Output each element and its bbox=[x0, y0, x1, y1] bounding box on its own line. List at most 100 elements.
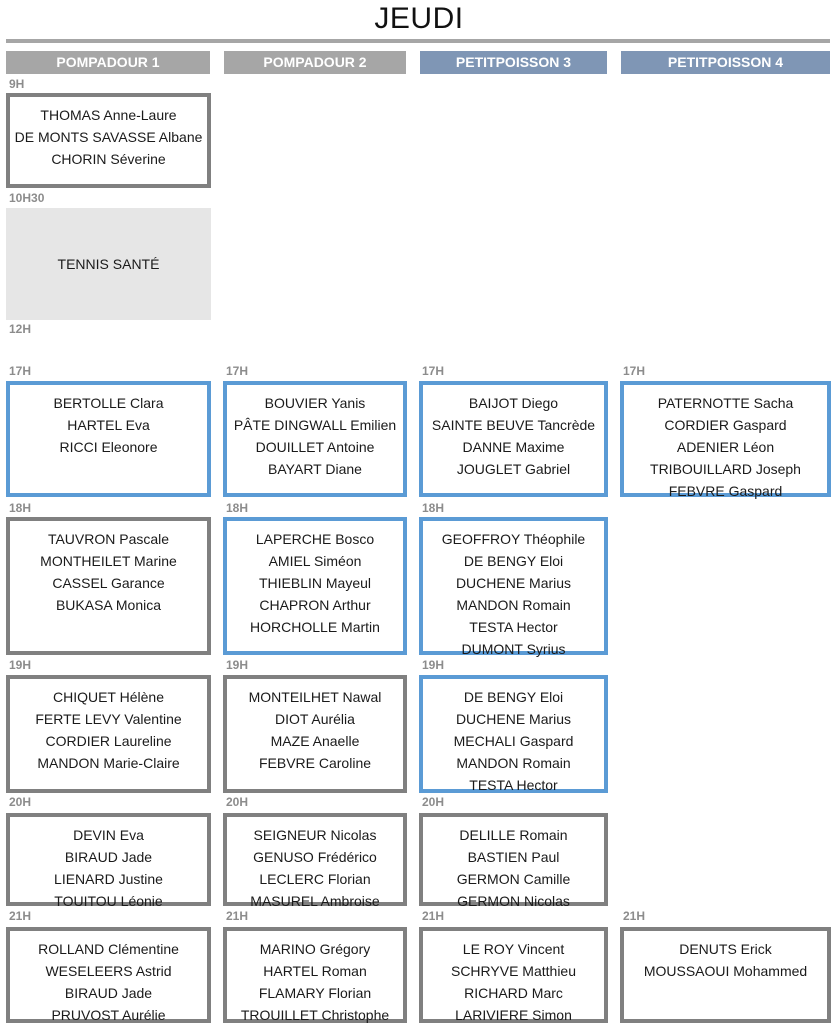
activity-label: TENNIS SANTÉ bbox=[57, 256, 160, 272]
participant-name: RICHARD Marc bbox=[464, 985, 563, 1001]
participant-name: HORCHOLLE Martin bbox=[250, 619, 380, 635]
participant-name: THOMAS Anne-Laure bbox=[40, 107, 177, 123]
activity-block-tennis-sante: TENNIS SANTÉ bbox=[6, 208, 211, 320]
participant-name: CHIQUET Hélène bbox=[52, 689, 164, 705]
participant-name: BIRAUD Jade bbox=[64, 849, 153, 865]
time-label-17h: 17H bbox=[422, 364, 445, 378]
participant-name: BAYART Diane bbox=[268, 461, 362, 477]
time-label-21h: 21H bbox=[226, 909, 249, 923]
participant-name: BUKASA Monica bbox=[55, 597, 162, 613]
page-title: JEUDI bbox=[374, 2, 464, 35]
participant-name: DOUILLET Antoine bbox=[255, 439, 375, 455]
participant-name: CHAPRON Arthur bbox=[259, 597, 371, 613]
participant-name: CHORIN Séverine bbox=[51, 151, 166, 167]
participant-name: TROUILLET Christophe bbox=[240, 1007, 390, 1023]
column-header-petitpoisson-3: PETITPOISSON 3 bbox=[420, 51, 607, 74]
participant-name: JOUGLET Gabriel bbox=[456, 461, 571, 477]
participant-name: BOUVIER Yanis bbox=[264, 395, 366, 411]
participant-name: ADENIER Léon bbox=[676, 439, 775, 455]
participant-name: LIENARD Justine bbox=[54, 871, 163, 887]
participant-name: RICCI Eleonore bbox=[59, 439, 158, 455]
participant-name: AMIEL Siméon bbox=[268, 553, 362, 569]
participant-name: DANNE Maxime bbox=[462, 439, 565, 455]
time-label-18h: 18H bbox=[226, 501, 249, 515]
time-label-19h: 19H bbox=[9, 658, 32, 672]
participant-name: TOUITOU Léonie bbox=[54, 893, 163, 909]
time-label-20h: 20H bbox=[9, 795, 32, 809]
time-label-18h: 18H bbox=[422, 501, 445, 515]
participant-name: LARIVIERE Simon bbox=[455, 1007, 572, 1023]
participant-name: MECHALI Gaspard bbox=[453, 733, 574, 749]
participant-name: WESELEERS Astrid bbox=[45, 963, 172, 979]
participant-name: FEBVRE Gaspard bbox=[668, 483, 783, 499]
participant-name: MANDON Romain bbox=[456, 597, 571, 613]
time-label-18h: 18H bbox=[9, 501, 32, 515]
participant-name: THIEBLIN Mayeul bbox=[258, 575, 372, 591]
participant-name: CASSEL Garance bbox=[52, 575, 165, 591]
participant-name: CORDIER Gaspard bbox=[664, 417, 787, 433]
participant-name: DELILLE Romain bbox=[459, 827, 568, 843]
time-label-12h: 12H bbox=[9, 322, 32, 336]
participant-name: TAUVRON Pascale bbox=[47, 531, 170, 547]
participant-name: DIOT Aurélia bbox=[275, 711, 355, 727]
column-header-pompadour-1: POMPADOUR 1 bbox=[6, 51, 210, 74]
participant-name: TESTA Hector bbox=[469, 619, 558, 635]
participant-name: MONTEILHET Nawal bbox=[248, 689, 382, 705]
participant-name: SCHRYVE Matthieu bbox=[450, 963, 576, 979]
participant-name: ROLLAND Clémentine bbox=[38, 941, 179, 957]
participant-name: PRUVOST Aurélie bbox=[51, 1007, 166, 1023]
time-label-10h30: 10H30 bbox=[9, 191, 45, 205]
column-header-petitpoisson-4: PETITPOISSON 4 bbox=[621, 51, 830, 74]
participant-name: SAINTE BEUVE Tancrède bbox=[431, 417, 596, 433]
time-label-9h: 9H bbox=[9, 77, 25, 91]
participant-name: DUMONT Syrius bbox=[461, 641, 566, 657]
group-box-9h: THOMAS Anne-Laure DE MONTS SAVASSE Alban… bbox=[6, 93, 211, 188]
time-label-21h: 21H bbox=[9, 909, 32, 923]
time-label-19h: 19H bbox=[422, 658, 445, 672]
time-label-20h: 20H bbox=[422, 795, 445, 809]
participant-name: MARINO Grégory bbox=[259, 941, 371, 957]
time-label-21h: 21H bbox=[422, 909, 445, 923]
participant-name: TRIBOUILLARD Joseph bbox=[650, 461, 801, 477]
participant-name: PATERNOTTE Sacha bbox=[657, 395, 794, 411]
participant-name: DENUTS Erick bbox=[679, 941, 772, 957]
participant-name: MASUREL Ambroise bbox=[250, 893, 380, 909]
participant-name: BIRAUD Jade bbox=[64, 985, 153, 1001]
participant-name: GEOFFROY Théophile bbox=[441, 531, 586, 547]
participant-name: HARTEL Roman bbox=[263, 963, 367, 979]
participant-name: MONTHEILET Marine bbox=[40, 553, 177, 569]
participant-name: MOUSSAOUI Mohammed bbox=[643, 963, 808, 979]
participant-name: BAIJOT Diego bbox=[468, 395, 559, 411]
participant-name: LAPERCHE Bosco bbox=[255, 531, 375, 547]
participant-name: DEVIN Eva bbox=[73, 827, 144, 843]
participant-name: GENUSO Frédérico bbox=[253, 849, 377, 865]
participant-name: MANDON Romain bbox=[456, 755, 571, 771]
participant-name: SEIGNEUR Nicolas bbox=[253, 827, 377, 843]
time-label-19h: 19H bbox=[226, 658, 249, 672]
participant-name: GERMON Nicolas bbox=[457, 893, 570, 909]
participant-name: FERTE LEVY Valentine bbox=[35, 711, 182, 727]
participant-name: MANDON Marie-Claire bbox=[37, 755, 180, 771]
participant-name: PÂTE DINGWALL Emilien bbox=[233, 417, 397, 433]
participant-name: FEBVRE Caroline bbox=[258, 755, 372, 771]
participant-name: LE ROY Vincent bbox=[462, 941, 565, 957]
participant-name: LECLERC Florian bbox=[259, 871, 371, 887]
participant-name: CORDIER Laureline bbox=[45, 733, 172, 749]
participant-name: DUCHENE Marius bbox=[455, 575, 572, 591]
